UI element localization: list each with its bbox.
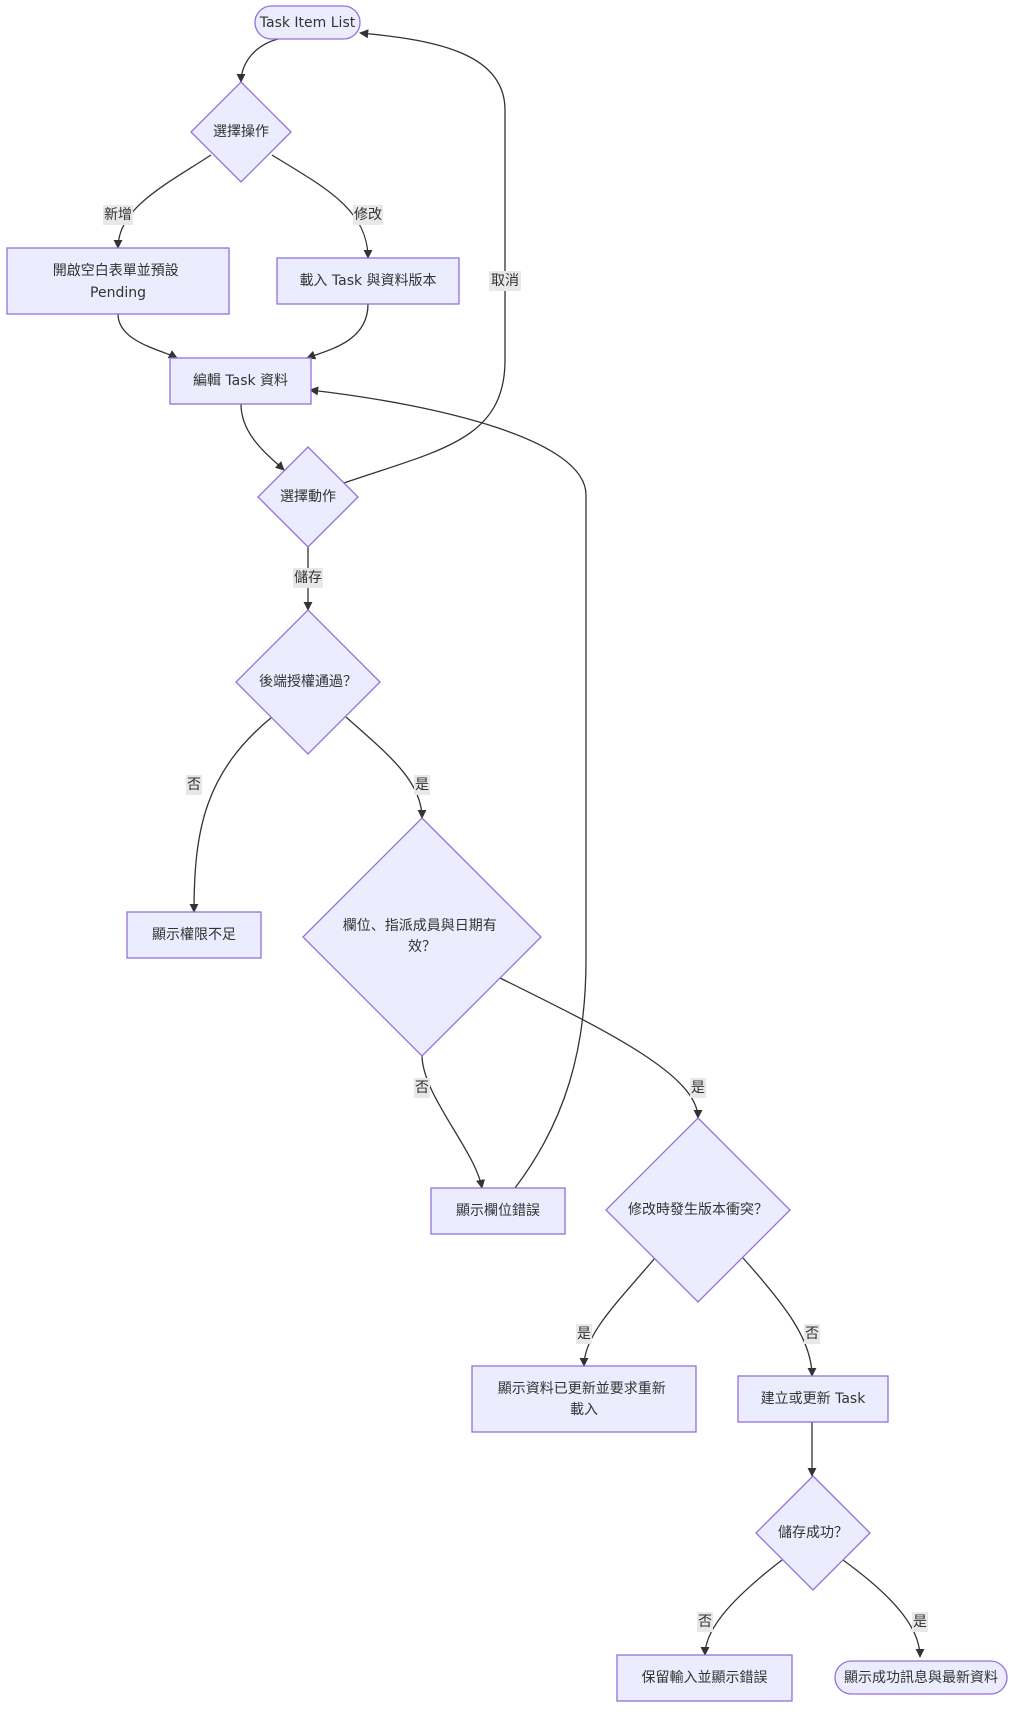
edge-label-save: 儲存 [293,568,323,588]
edge-edit-to-choose-action [240,403,285,471]
svg-text:否: 否 [187,777,201,793]
edge-modify [271,154,373,259]
edge-label-valid-no: 否 [414,1078,430,1098]
edge-label-conflict-no: 否 [804,1324,820,1344]
node-label-line-2: 效？ [408,939,436,955]
node-task-item-list[interactable]: Task Item List [254,5,361,40]
edge-success-no [700,1559,783,1656]
node-show-success[interactable]: 顯示成功訊息與最新資料 [834,1660,1008,1695]
node-label: 顯示資料已更新並要求重新 載入 [498,1381,670,1418]
node-label: 選擇操作 [213,124,269,140]
node-fields-valid[interactable]: 欄位、指派成員與日期有 效？ [302,817,542,1057]
node-label: 載入 Task 與資料版本 [299,273,436,289]
nodes: Task Item List 選擇操作 開啟空白表單並預設 Pending 載入… [6,5,1008,1702]
node-show-updated-reload[interactable]: 顯示資料已更新並要求重新 載入 [471,1365,697,1433]
node-label: 顯示欄位錯誤 [456,1203,540,1219]
edge-label-add: 新增 [103,205,133,225]
svg-text:否: 否 [698,1614,712,1630]
edge-conflict-yes [579,1257,656,1367]
svg-text:修改: 修改 [354,207,382,223]
svg-text:是: 是 [577,1326,591,1342]
edge-label-modify: 修改 [353,205,383,225]
svg-text:新增: 新增 [104,207,132,223]
edge-blank-form-to-edit [117,313,178,359]
node-choose-action[interactable]: 選擇動作 [257,446,359,548]
edge-label-cancel: 取消 [489,271,521,291]
svg-text:否: 否 [415,1080,429,1096]
edge-success-yes [842,1559,925,1658]
node-label-line-1: 顯示資料已更新並要求重新 [498,1381,666,1397]
node-label: 修改時發生版本衝突？ [628,1202,768,1218]
edges [113,29,925,1658]
svg-text:否: 否 [805,1326,819,1342]
node-label-line-2: Pending [90,285,146,301]
node-backend-auth[interactable]: 後端授權通過？ [235,609,381,755]
node-label: 後端授權通過？ [259,674,357,690]
node-load-task[interactable]: 載入 Task 與資料版本 [276,257,460,305]
node-choose-operation[interactable]: 選擇操作 [190,81,292,183]
node-label: 編輯 Task 資料 [193,373,288,389]
node-label: 顯示成功訊息與最新資料 [844,1669,998,1686]
node-label: 保留輸入並顯示錯誤 [642,1670,768,1686]
node-show-field-error[interactable]: 顯示欄位錯誤 [430,1187,566,1235]
node-label-line-1: 欄位、指派成員與日期有 [343,918,497,934]
edge-load-to-edit [306,303,369,360]
node-show-no-permission[interactable]: 顯示權限不足 [126,911,262,959]
node-save-success[interactable]: 儲存成功？ [755,1475,871,1591]
node-keep-input-error[interactable]: 保留輸入並顯示錯誤 [616,1654,793,1702]
edge-field-error-to-edit [309,386,587,1189]
svg-text:是: 是 [415,777,429,793]
edge-auth-yes [345,716,427,819]
node-label: 欄位、指派成員與日期有 效？ [343,918,501,955]
node-label-line-2: 載入 [570,1402,598,1418]
edge-conflict-no [742,1257,817,1377]
node-label: 建立或更新 Task [761,1391,867,1407]
node-label-line-1: 開啟空白表單並預設 [53,263,179,279]
edge-label-auth-yes: 是 [414,775,430,795]
edge-label-success-no: 否 [697,1612,713,1632]
svg-text:取消: 取消 [491,273,519,289]
edge-label-conflict-yes: 是 [576,1324,592,1344]
svg-text:是: 是 [691,1080,705,1096]
node-edit-task[interactable]: 編輯 Task 資料 [169,357,312,405]
node-version-conflict[interactable]: 修改時發生版本衝突？ [605,1117,791,1303]
node-create-or-update[interactable]: 建立或更新 Task [737,1375,889,1423]
node-label: Task Item List [259,15,356,31]
svg-text:儲存: 儲存 [294,570,322,586]
node-label: 儲存成功？ [778,1525,848,1541]
edge-label-valid-yes: 是 [690,1078,706,1098]
edge-valid-no [421,1054,485,1189]
edge-valid-yes [499,977,703,1119]
node-label: 開啟空白表單並預設 Pending [53,263,183,301]
edge-label-success-yes: 是 [912,1612,928,1632]
node-label: 選擇動作 [280,489,336,505]
node-label: 顯示權限不足 [152,927,236,943]
edge-cancel [343,29,506,484]
edge-labels: 新增 修改 取消 儲存 否 是 否 是 [103,205,928,1632]
edge-add [113,154,212,249]
svg-text:是: 是 [913,1614,927,1630]
edge-label-auth-no: 否 [186,775,202,795]
node-open-blank-form[interactable]: 開啟空白表單並預設 Pending [6,247,230,315]
edge-list-to-choose-operation [236,37,283,83]
edge-auth-no [189,716,273,913]
